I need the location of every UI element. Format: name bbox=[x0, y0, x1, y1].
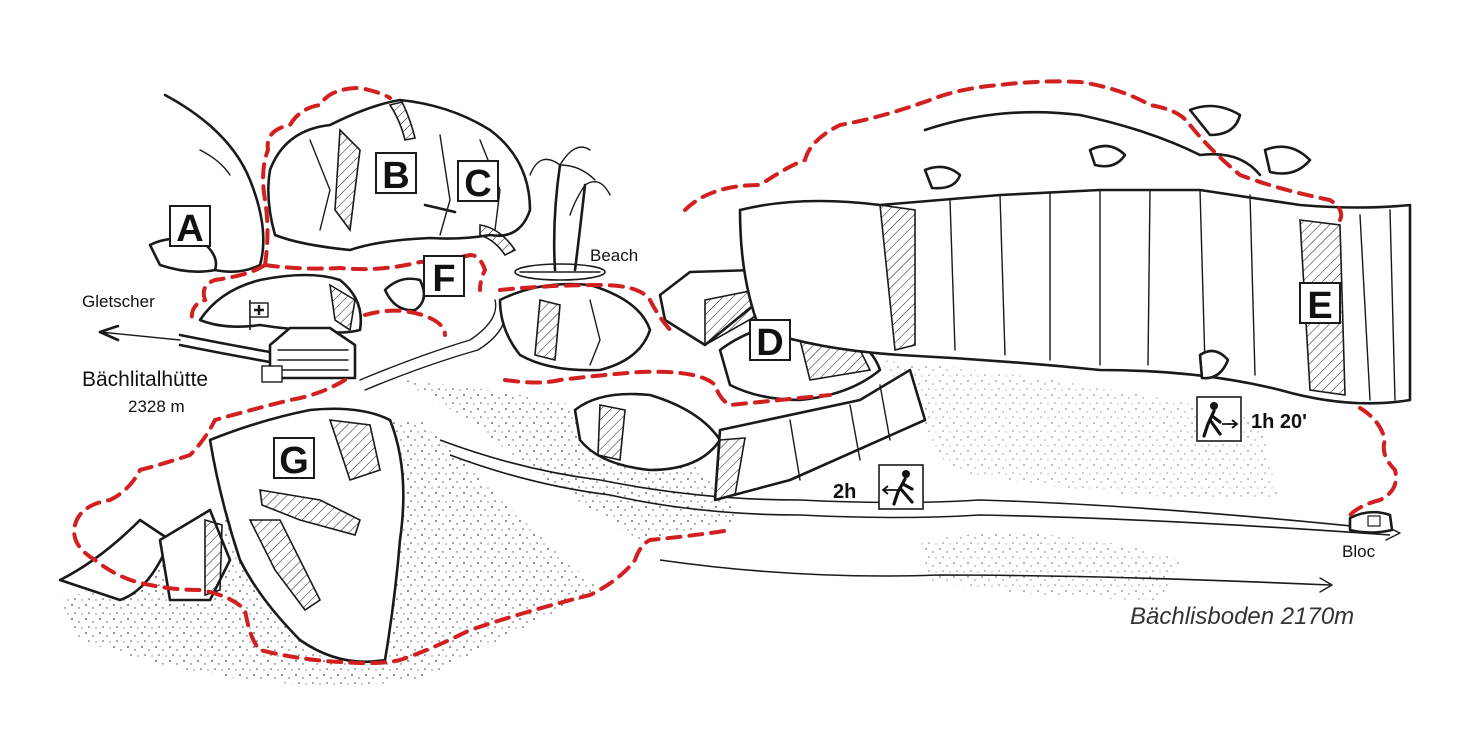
svg-text:D: D bbox=[756, 322, 783, 364]
rock-lower-middle bbox=[573, 368, 927, 502]
walking-time-1h20: 1h 20' bbox=[1251, 411, 1307, 433]
svg-text:F: F bbox=[432, 258, 455, 300]
approach-trail bbox=[72, 79, 1398, 666]
rock-g bbox=[58, 407, 405, 664]
bloc-rock bbox=[1348, 510, 1394, 534]
svg-text:B: B bbox=[382, 155, 409, 197]
sector-a-label[interactable]: A bbox=[169, 205, 211, 250]
palm-tree-icon bbox=[514, 146, 611, 281]
rock-beach bbox=[498, 282, 652, 372]
cliff-e bbox=[738, 104, 1412, 405]
hut-name-label: Bächlitalhütte bbox=[82, 368, 208, 391]
svg-text:A: A bbox=[176, 208, 203, 250]
walking-time-2h: 2h bbox=[833, 481, 856, 503]
hut-altitude-label: 2328 m bbox=[128, 397, 185, 416]
rock-f bbox=[198, 273, 426, 334]
svg-text:G: G bbox=[279, 440, 309, 482]
walking-time-to-hut: 2h bbox=[833, 464, 924, 510]
sector-g-label[interactable]: G bbox=[273, 437, 315, 482]
walking-time-to-bloc: 1h 20' bbox=[1196, 396, 1307, 442]
sector-c-label[interactable]: C bbox=[457, 160, 499, 205]
valley-label: Bächlisboden 2170m bbox=[1130, 603, 1354, 630]
hiker-right-icon bbox=[1196, 396, 1242, 442]
streams bbox=[98, 299, 1401, 593]
svg-text:C: C bbox=[464, 163, 491, 205]
glacier-label: Gletscher bbox=[82, 292, 155, 311]
place-labels: Gletscher Beach Bächlitalhütte 2328 m Bl… bbox=[82, 246, 1376, 630]
sector-f-label[interactable]: F bbox=[423, 255, 465, 300]
swiss-flag-icon bbox=[249, 300, 269, 330]
sector-labels: A B C D E F G bbox=[169, 152, 1341, 482]
hut-icon bbox=[261, 326, 357, 383]
bloc-label: Bloc bbox=[1342, 542, 1376, 561]
hiker-left-icon bbox=[878, 464, 924, 510]
svg-text:E: E bbox=[1307, 285, 1332, 327]
beach-label: Beach bbox=[590, 246, 638, 265]
sector-e-label[interactable]: E bbox=[1299, 282, 1341, 327]
sector-d-label[interactable]: D bbox=[749, 319, 791, 364]
sector-b-label[interactable]: B bbox=[375, 152, 417, 197]
